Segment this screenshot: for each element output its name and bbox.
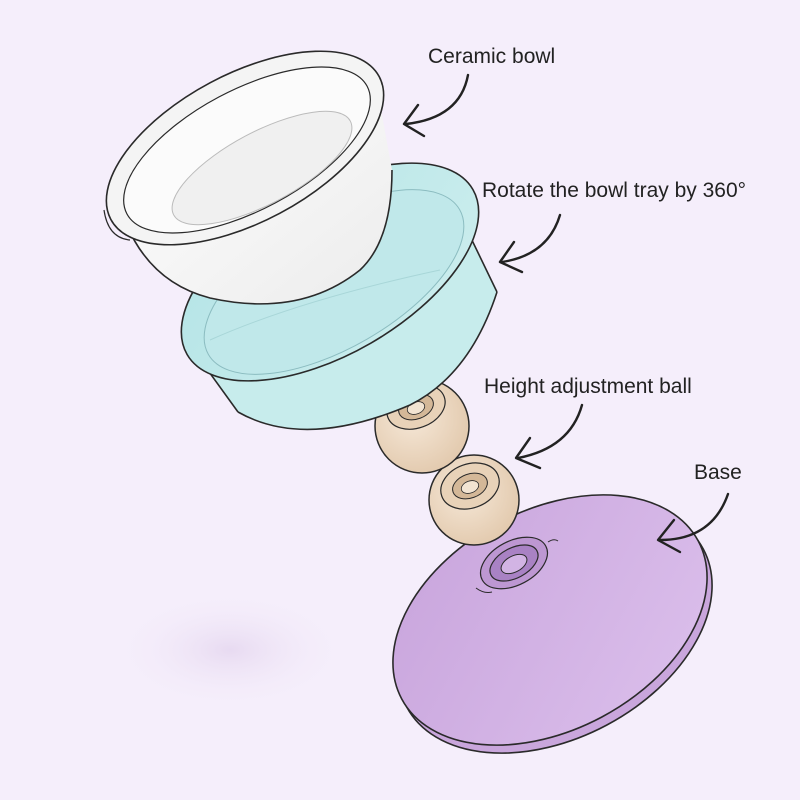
ceramic-bowl-label: Ceramic bowl	[428, 45, 556, 68]
lower-adjustment-ball	[428, 454, 520, 546]
height-ball-label: Height adjustment ball	[484, 375, 692, 398]
base-disc	[392, 494, 713, 754]
base-label: Base	[694, 461, 742, 484]
floor-shadow	[110, 590, 350, 710]
arrow-icon	[514, 403, 584, 470]
arrow-icon	[656, 492, 730, 554]
arrow-icon	[498, 213, 562, 274]
arrow-icon	[402, 73, 470, 138]
ceramic-bowl-shape	[103, 50, 393, 305]
rotate-tray-label: Rotate the bowl tray by 360°	[482, 179, 747, 202]
